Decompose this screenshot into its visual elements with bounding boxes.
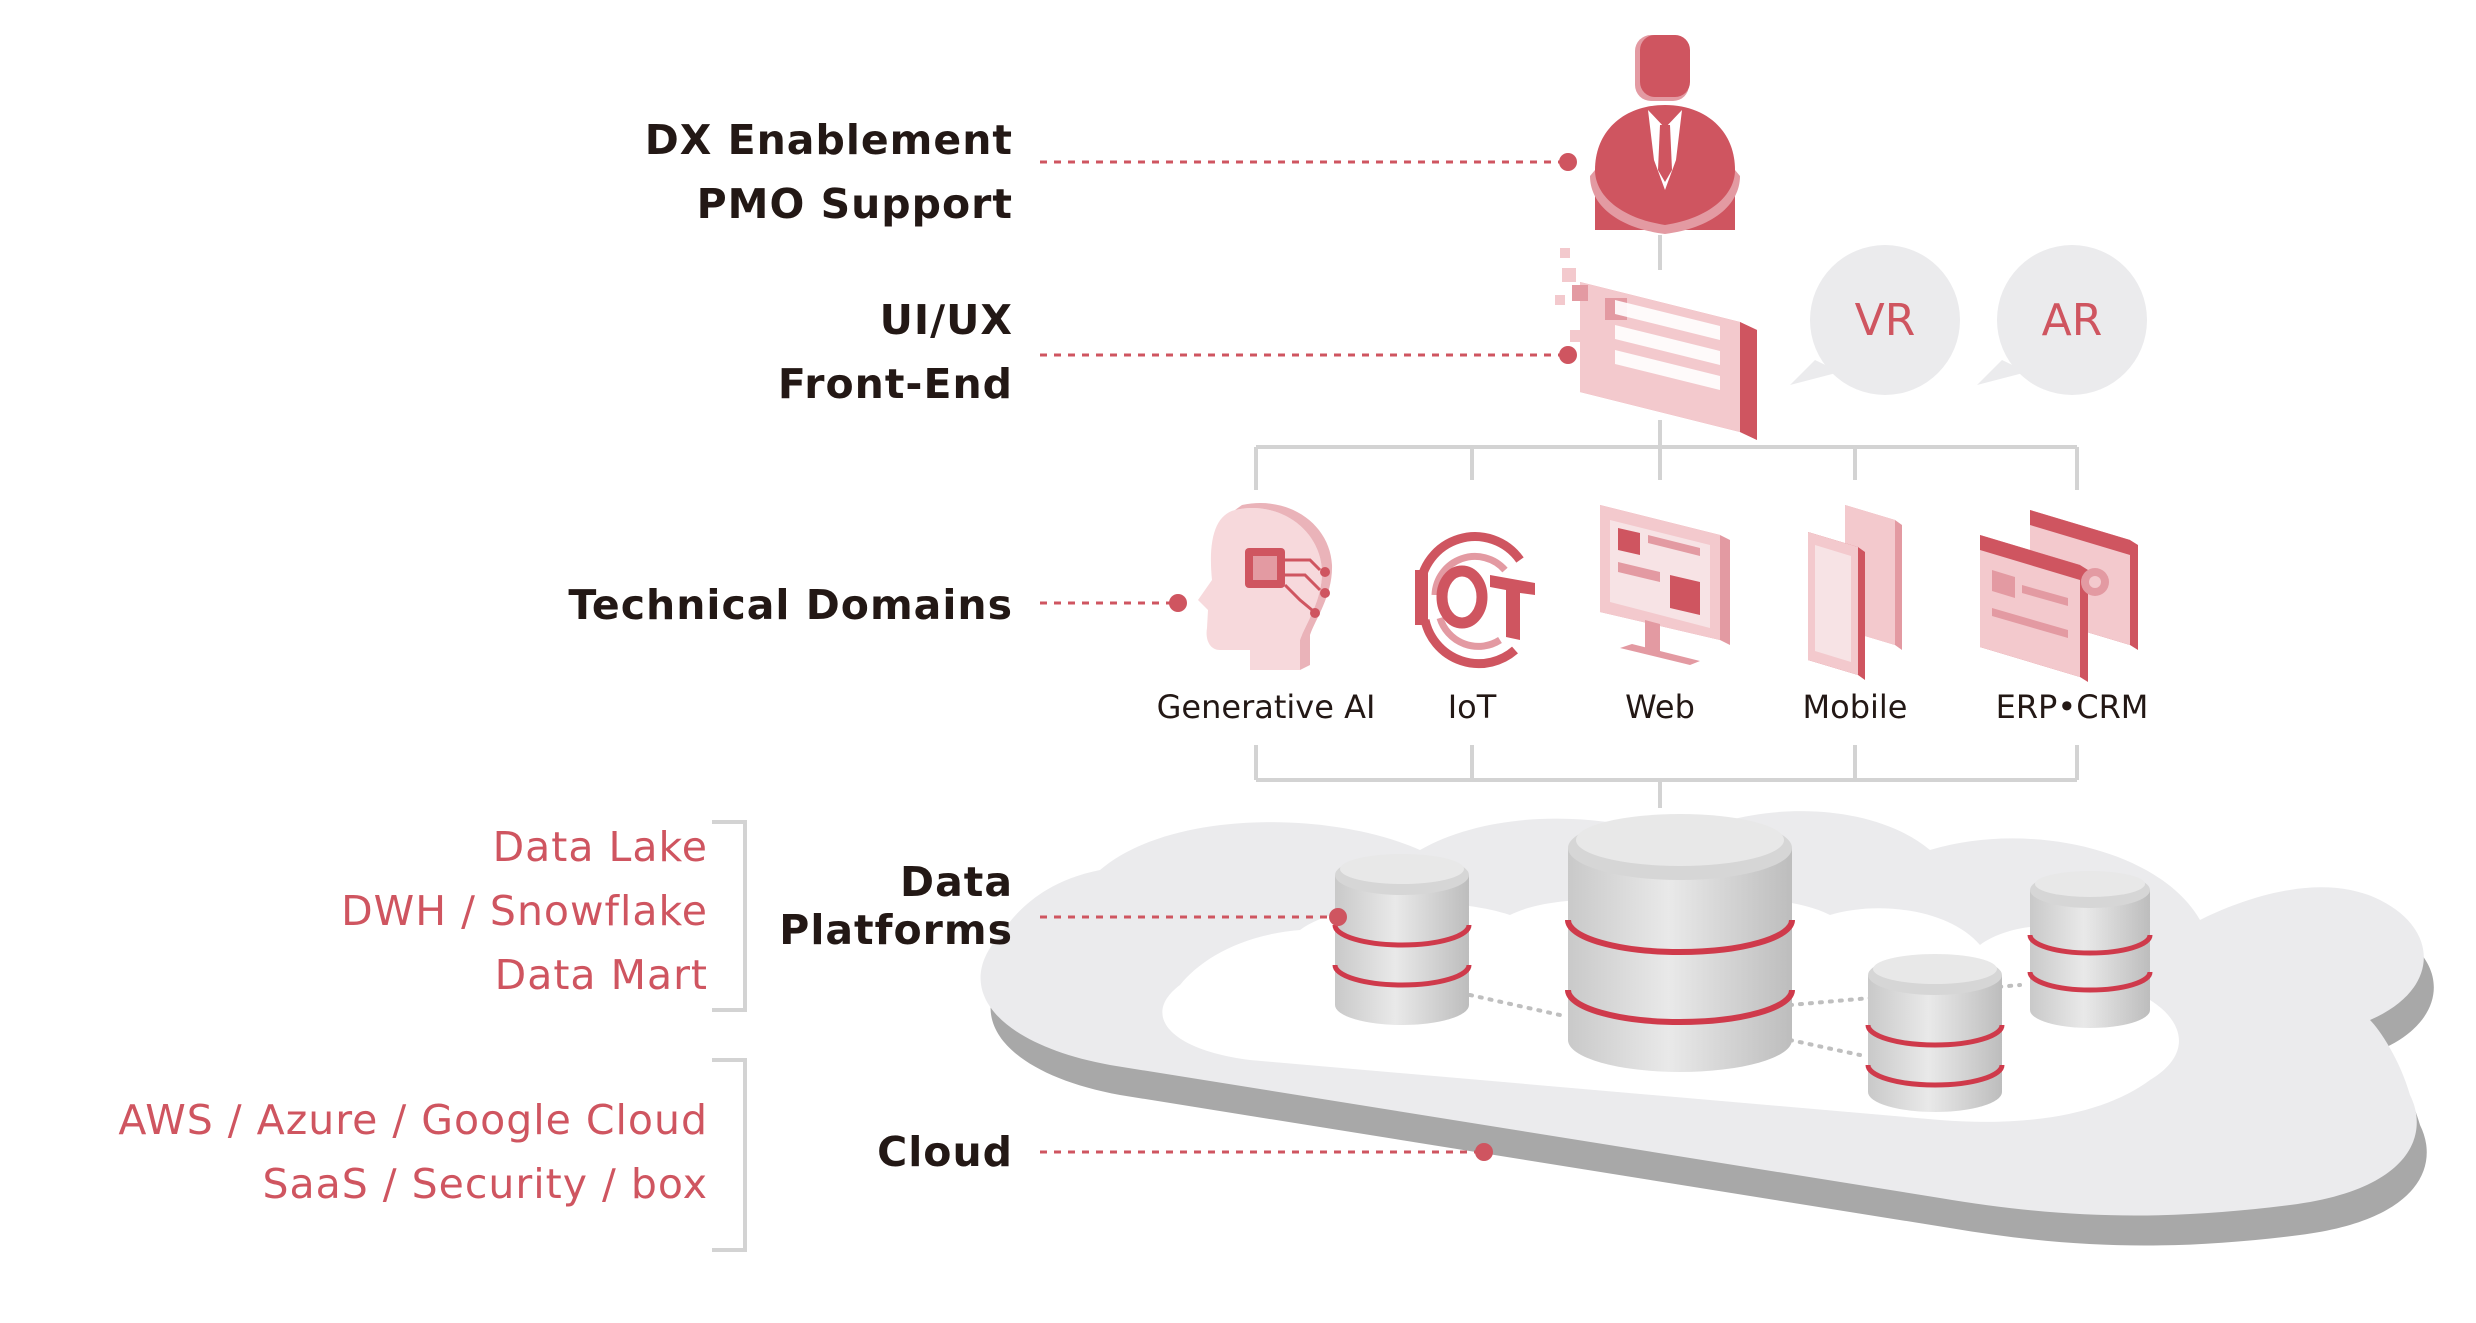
data-platform-item: Data Lake <box>492 823 708 871</box>
data-platform-item: DWH / Snowflake <box>341 887 708 935</box>
ui-layer-label: UI/UX Front-End <box>778 288 1013 416</box>
web-monitor-icon <box>1600 505 1730 665</box>
leader-lines <box>1040 160 1560 1154</box>
erp-crm-windows-icon <box>1980 510 2138 682</box>
ui-label-line-2: Front-End <box>777 360 1013 408</box>
domain-label-mobile: Mobile <box>1802 688 1908 726</box>
ar-bubble: AR <box>1997 245 2147 395</box>
cloud-item: AWS / Azure / Google Cloud <box>118 1096 708 1144</box>
tech-layer-label: Technical Domains <box>568 573 1013 637</box>
tech-label-line-1: Technical Domains <box>568 581 1013 629</box>
data-layer-label: Data Platforms <box>779 858 1013 954</box>
ui-panel-icon <box>1555 248 1757 440</box>
connector-tree <box>1254 235 2079 808</box>
db-cylinder-large <box>1565 814 1795 1072</box>
ui-label-line-1: UI/UX <box>879 296 1013 344</box>
db-cylinder-small-right <box>2027 871 2153 1028</box>
domain-label-iot: IoT <box>1447 688 1497 726</box>
mobile-phones-icon <box>1808 505 1902 680</box>
data-platform-list: Data Lake DWH / Snowflake Data Mart <box>341 815 708 1007</box>
business-person-icon <box>1590 35 1740 234</box>
domain-label-web: Web <box>1625 688 1695 726</box>
cloud-layer-label: Cloud <box>877 1120 1013 1184</box>
iot-icon <box>1415 532 1535 669</box>
dx-label-line-2: PMO Support <box>696 180 1013 228</box>
dx-layer-label: DX Enablement PMO Support <box>645 108 1013 236</box>
domain-label-erp-crm: ERP•CRM <box>1995 688 2149 726</box>
leader-dots <box>1169 153 1577 1161</box>
cloud-label-line-1: Cloud <box>877 1128 1013 1176</box>
dx-label-line-1: DX Enablement <box>644 116 1013 164</box>
ai-head-chip-icon <box>1198 503 1333 670</box>
vr-bubble: VR <box>1810 245 1960 395</box>
db-cylinder-small-middle <box>1865 954 2005 1112</box>
cloud-item: SaaS / Security / box <box>262 1160 708 1208</box>
cloud-list: AWS / Azure / Google Cloud SaaS / Securi… <box>118 1088 708 1216</box>
domain-label-generative-ai: Generative AI <box>1156 688 1376 726</box>
db-cylinder-small-left <box>1332 854 1472 1025</box>
data-platform-item: Data Mart <box>494 951 708 999</box>
data-label-line-2: Platforms <box>779 906 1013 954</box>
brackets <box>712 820 747 1252</box>
data-label-line-1: Data <box>900 858 1013 906</box>
